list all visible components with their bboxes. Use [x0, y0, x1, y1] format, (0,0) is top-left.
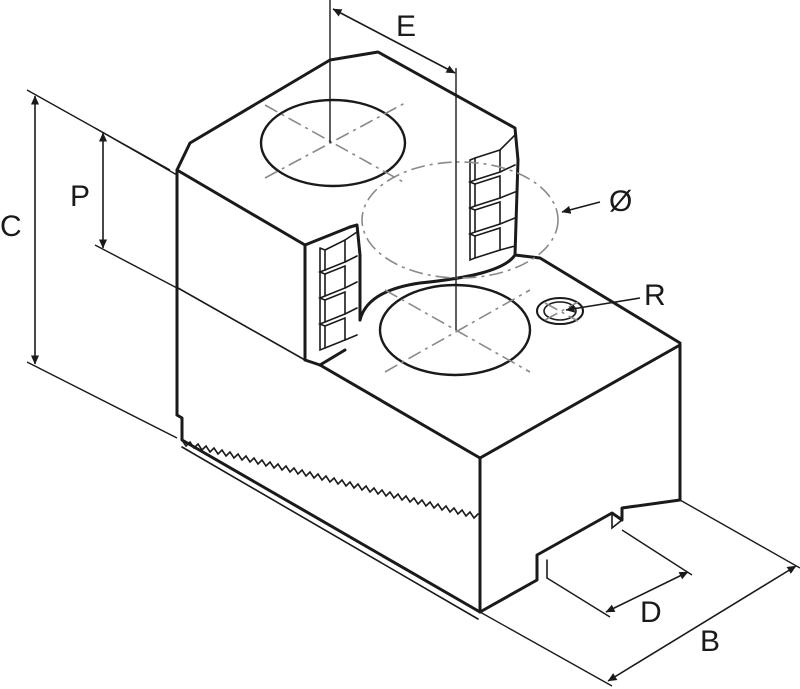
label-r: R — [644, 279, 666, 312]
label-p: P — [70, 180, 90, 213]
label-c: C — [0, 210, 22, 243]
dimension-diameter: Ø — [561, 185, 632, 218]
dimension-c: C — [0, 89, 178, 439]
serrations-right-bore — [467, 134, 516, 262]
dimension-e: E — [329, 0, 457, 330]
diameter-phantom-circle — [361, 161, 559, 279]
serrations-left-bore — [317, 231, 358, 352]
label-e: E — [396, 10, 416, 43]
label-d: D — [640, 596, 662, 629]
dimension-r: R — [565, 279, 666, 313]
label-diameter: Ø — [609, 185, 632, 218]
dimension-p: P — [70, 127, 178, 289]
label-b: B — [700, 625, 720, 658]
top-bore — [259, 98, 407, 188]
serrations-bottom — [181, 439, 479, 620]
dimension-b: B — [479, 499, 800, 687]
